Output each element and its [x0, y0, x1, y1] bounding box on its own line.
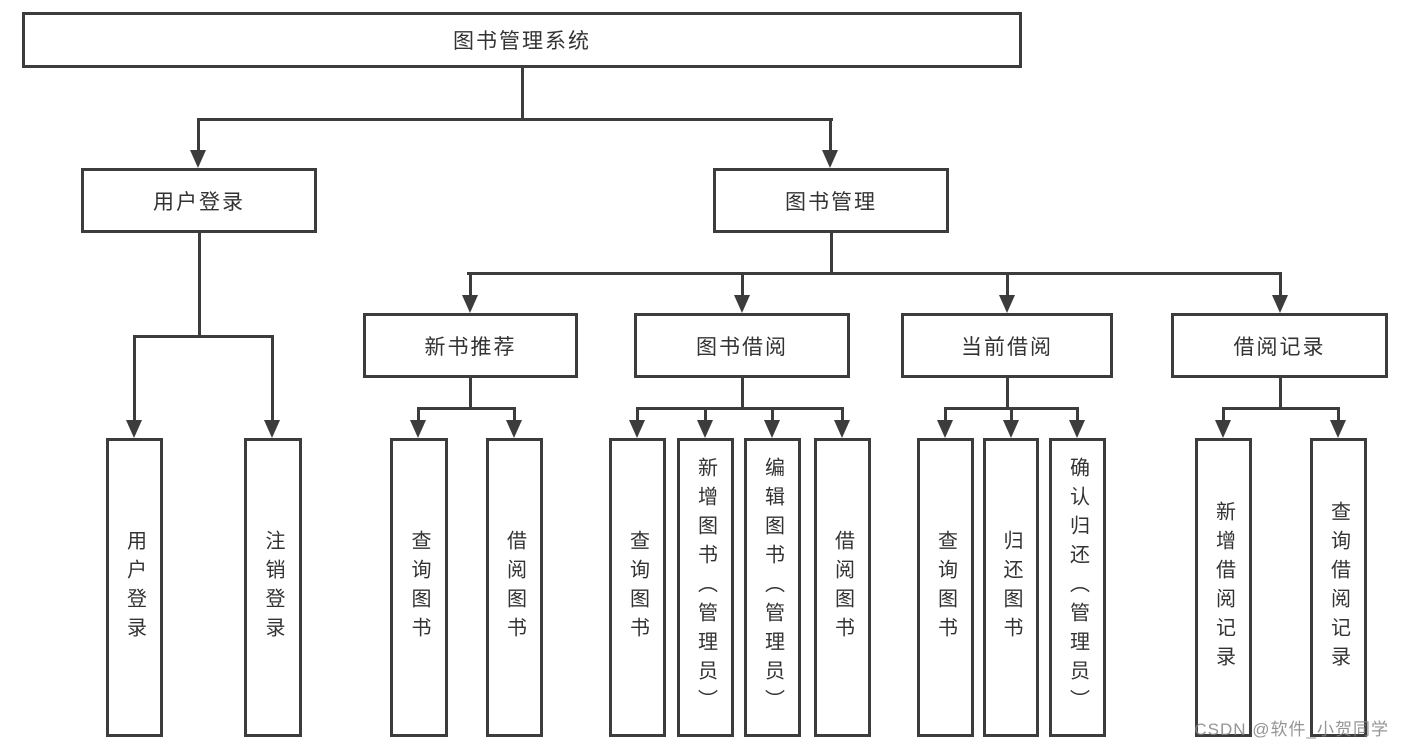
- arrowhead-down-icon: [629, 420, 645, 438]
- connector-arrow-stem: [740, 272, 744, 298]
- node-library-management-system: 图书管理系统: [22, 12, 1022, 68]
- connector-hline: [417, 407, 516, 410]
- connector-vline: [468, 376, 472, 410]
- arrowhead-down-icon: [264, 420, 280, 438]
- connector-hline: [197, 118, 833, 121]
- arrowhead-down-icon: [734, 295, 750, 313]
- connector-arrow-stem: [416, 407, 420, 423]
- connector-arrow-stem: [1336, 407, 1340, 423]
- leaf-edit-books-admin: 编辑图书（管理员）: [744, 438, 801, 737]
- arrowhead-down-icon: [834, 420, 850, 438]
- arrowhead-down-icon: [937, 420, 953, 438]
- arrowhead-down-icon: [764, 420, 780, 438]
- node-user-login: 用户登录: [81, 168, 317, 233]
- connector-arrow-stem: [1075, 407, 1079, 423]
- leaf-query-borrow-record: 查询借阅记录: [1310, 438, 1367, 737]
- connector-arrow-stem: [770, 407, 774, 423]
- leaf-borrow-books: 借阅图书: [814, 438, 871, 737]
- connector-arrow-stem: [703, 407, 707, 423]
- connector-hline: [1222, 407, 1340, 410]
- connector-arrow-stem: [1278, 272, 1282, 298]
- arrowhead-down-icon: [1330, 420, 1346, 438]
- node-current-borrow: 当前借阅: [901, 313, 1113, 378]
- connector-arrow-stem: [132, 335, 136, 423]
- connector-arrow-stem: [1005, 272, 1009, 298]
- connector-arrow-stem: [840, 407, 844, 423]
- node-new-book-recommend: 新书推荐: [363, 313, 578, 378]
- connector-hline: [467, 272, 1281, 275]
- leaf-confirm-return-admin: 确认归还（管理员）: [1049, 438, 1106, 737]
- arrowhead-down-icon: [697, 420, 713, 438]
- leaf-borrow-books-recommend: 借阅图书: [486, 438, 543, 737]
- node-book-borrow: 图书借阅: [634, 313, 850, 378]
- connector-vline: [197, 231, 201, 338]
- connector-arrow-stem: [468, 272, 472, 298]
- arrowhead-down-icon: [1069, 420, 1085, 438]
- connector-arrow-stem: [1009, 407, 1013, 423]
- connector-arrow-stem: [270, 335, 274, 423]
- connector-vline: [520, 66, 524, 121]
- arrowhead-down-icon: [999, 295, 1015, 313]
- connector-vline: [1278, 376, 1282, 410]
- leaf-logout: 注销登录: [244, 438, 302, 737]
- leaf-return-books: 归还图书: [983, 438, 1039, 737]
- node-book-management: 图书管理: [713, 168, 949, 233]
- arrowhead-down-icon: [190, 150, 206, 168]
- leaf-user-login: 用户登录: [106, 438, 163, 737]
- connector-vline: [1005, 376, 1009, 410]
- connector-vline: [829, 231, 833, 275]
- leaf-query-books-recommend: 查询图书: [390, 438, 448, 737]
- connector-arrow-stem: [943, 407, 947, 423]
- arrowhead-down-icon: [126, 420, 142, 438]
- connector-vline: [740, 376, 744, 410]
- leaf-add-borrow-record: 新增借阅记录: [1195, 438, 1252, 737]
- connector-hline: [636, 407, 844, 410]
- leaf-query-books-current: 查询图书: [917, 438, 974, 737]
- connector-arrow-stem: [512, 407, 516, 423]
- leaf-query-books-borrow: 查询图书: [609, 438, 666, 737]
- leaf-add-books-admin: 新增图书（管理员）: [677, 438, 734, 737]
- connector-arrow-stem: [1221, 407, 1225, 423]
- arrowhead-down-icon: [506, 420, 522, 438]
- connector-arrow-stem: [635, 407, 639, 423]
- arrowhead-down-icon: [1215, 420, 1231, 438]
- arrowhead-down-icon: [410, 420, 426, 438]
- connector-hline: [133, 335, 274, 338]
- csdn-watermark: CSDN @软件_小贺同学: [1194, 720, 1389, 739]
- arrowhead-down-icon: [462, 295, 478, 313]
- arrowhead-down-icon: [822, 150, 838, 168]
- node-borrow-records: 借阅记录: [1171, 313, 1388, 378]
- connector-arrow-stem: [828, 118, 832, 153]
- connector-arrow-stem: [196, 118, 200, 153]
- arrowhead-down-icon: [1272, 295, 1288, 313]
- arrowhead-down-icon: [1003, 420, 1019, 438]
